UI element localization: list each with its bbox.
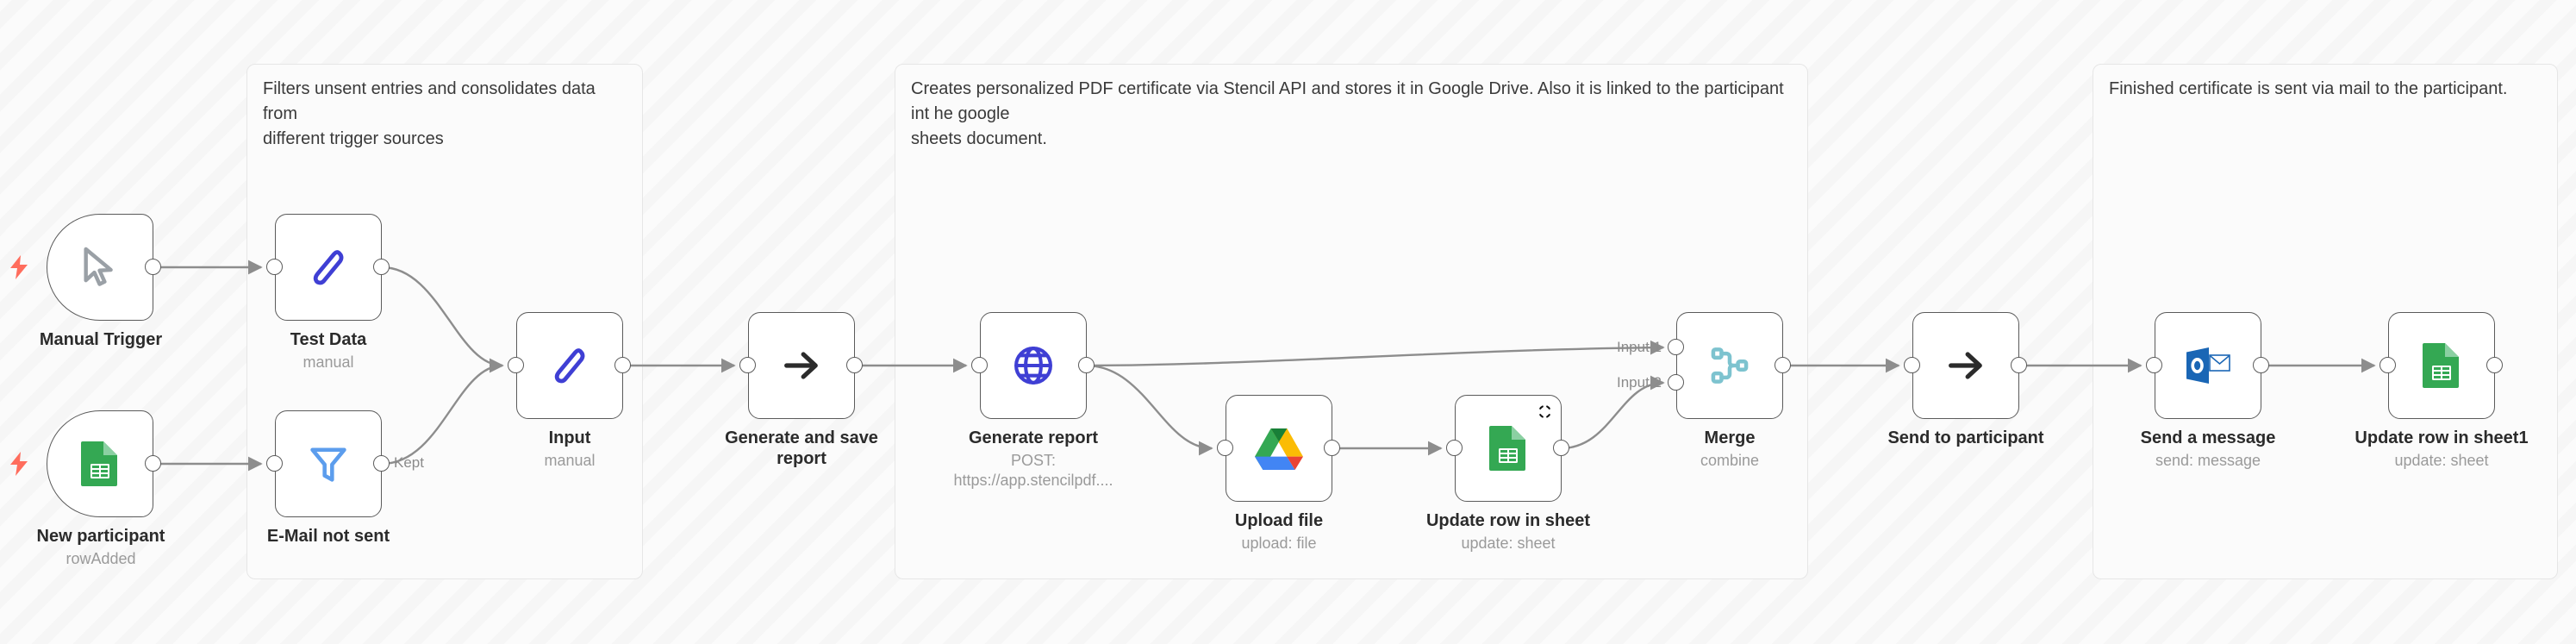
node-title-generate-and-save-report: Generate and save report	[725, 428, 878, 468]
output-dot-email-not-sent[interactable]	[373, 455, 390, 472]
node-new-participant[interactable]	[47, 410, 153, 517]
input2-dot-merge[interactable]	[1668, 374, 1684, 391]
edit-fields-icon	[540, 335, 600, 396]
arrow-right-icon	[1936, 335, 1996, 396]
trigger-bolt-icon-new-participant	[9, 452, 29, 480]
output-dot-update-row-in-sheet[interactable]	[1553, 440, 1569, 456]
node-title-merge: Merge	[1704, 428, 1756, 447]
caption-manual-trigger: Manual Trigger	[2, 329, 200, 350]
output-dot-upload-file[interactable]	[1324, 440, 1340, 456]
google-sheets-icon	[2411, 335, 2472, 396]
google-sheets-icon	[1478, 418, 1538, 478]
merge-icon	[1700, 335, 1760, 396]
node-subtitle-send-a-message: send: message	[2155, 452, 2261, 469]
node-title-email-not-sent: E-Mail not sent	[266, 527, 390, 546]
input-dot-send-a-message[interactable]	[2146, 357, 2162, 373]
node-subtitle-update-row-in-sheet: update: sheet	[1461, 535, 1556, 552]
node-send-to-participant[interactable]	[1912, 312, 2019, 419]
input-dot-test-data[interactable]	[266, 259, 283, 275]
node-manual-trigger[interactable]	[47, 214, 153, 321]
output-dot-input[interactable]	[614, 357, 631, 373]
edge-label-kept: Kept	[394, 454, 424, 471]
node-title-upload-file: Upload file	[1234, 511, 1324, 530]
caption-update-row-in-sheet: Update row in sheet update: sheet	[1409, 510, 1607, 553]
node-input[interactable]	[516, 312, 623, 419]
google-drive-icon	[1249, 418, 1309, 478]
input-dot-generate-report[interactable]	[971, 357, 988, 373]
sticky-note-filter-text: Filters unsent entries and consolidates …	[263, 79, 596, 148]
node-subtitle-generate-report: POST: https://app.stencilpdf....	[953, 452, 1113, 490]
caption-generate-and-save-report: Generate and save report	[702, 428, 901, 469]
caption-merge: Merge combine	[1631, 428, 1829, 471]
node-email-not-sent[interactable]	[275, 410, 382, 517]
node-send-a-message[interactable]	[2155, 312, 2261, 419]
node-subtitle-merge: combine	[1700, 452, 1760, 469]
node-update-row-in-sheet[interactable]	[1455, 395, 1562, 502]
node-subtitle-input: manual	[544, 452, 596, 469]
node-title-manual-trigger: Manual Trigger	[39, 330, 163, 349]
node-title-update-row-in-sheet1: Update row in sheet1	[2355, 428, 2529, 447]
caption-new-participant: New participant rowAdded	[2, 526, 200, 569]
node-generate-report[interactable]	[980, 312, 1087, 419]
node-subtitle-update-row-in-sheet1: update: sheet	[2394, 452, 2489, 469]
node-title-update-row-in-sheet: Update row in sheet	[1425, 511, 1591, 530]
input-dot-input[interactable]	[508, 357, 524, 373]
input-dot-email-not-sent[interactable]	[266, 455, 283, 472]
node-test-data[interactable]	[275, 214, 382, 321]
input-dot-update-row-in-sheet1[interactable]	[2380, 357, 2396, 373]
outlook-icon	[2178, 335, 2238, 396]
output-dot-new-participant[interactable]	[145, 455, 161, 472]
globe-icon	[1003, 335, 1063, 396]
node-generate-and-save-report[interactable]	[748, 312, 855, 419]
caption-upload-file: Upload file upload: file	[1180, 510, 1378, 553]
caption-test-data: Test Data manual	[229, 329, 427, 372]
input-dot-send-to-participant[interactable]	[1904, 357, 1920, 373]
edge-label-input-2: Input 2	[1617, 374, 1662, 391]
caption-generate-report: Generate report POST: https://app.stenci…	[934, 428, 1132, 491]
output-dot-generate-report[interactable]	[1078, 357, 1095, 373]
edge-label-input-1: Input 1	[1617, 339, 1662, 355]
cursor-icon	[70, 237, 130, 297]
output-dot-merge[interactable]	[1775, 357, 1791, 373]
google-sheets-icon	[70, 434, 130, 494]
input-dot-upload-file[interactable]	[1217, 440, 1233, 456]
node-title-send-to-participant: Send to participant	[1887, 428, 2044, 447]
output-dot-manual-trigger[interactable]	[145, 259, 161, 275]
node-update-row-in-sheet1[interactable]	[2388, 312, 2495, 419]
output-dot-update-row-in-sheet1[interactable]	[2486, 357, 2503, 373]
output-dot-test-data[interactable]	[373, 259, 390, 275]
caption-send-a-message: Send a message send: message	[2109, 428, 2307, 471]
node-subtitle-new-participant: rowAdded	[65, 550, 136, 567]
output-dot-send-a-message[interactable]	[2253, 357, 2269, 373]
node-subtitle-upload-file: upload: file	[1241, 535, 1317, 552]
pin-icon[interactable]	[1537, 403, 1553, 424]
node-merge[interactable]	[1676, 312, 1783, 419]
caption-email-not-sent: E-Mail not sent	[229, 526, 427, 547]
node-title-send-a-message: Send a message	[2140, 428, 2276, 447]
filter-icon	[298, 434, 359, 494]
node-subtitle-test-data: manual	[303, 353, 354, 371]
caption-send-to-participant: Send to participant	[1867, 428, 2065, 448]
input-dot-generate-and-save-report[interactable]	[739, 357, 756, 373]
node-upload-file[interactable]	[1226, 395, 1332, 502]
node-title-input: Input	[548, 428, 591, 447]
output-dot-generate-and-save-report[interactable]	[846, 357, 863, 373]
trigger-bolt-icon-manual-trigger	[9, 255, 29, 284]
input-dot-update-row-in-sheet[interactable]	[1446, 440, 1463, 456]
sticky-note-send-text: Finished certificate is sent via mail to…	[2109, 79, 2508, 98]
input1-dot-merge[interactable]	[1668, 339, 1684, 355]
node-title-new-participant: New participant	[36, 527, 165, 546]
caption-update-row-in-sheet1: Update row in sheet1 update: sheet	[2342, 428, 2541, 471]
arrow-right-icon	[771, 335, 832, 396]
edit-fields-icon	[298, 237, 359, 297]
node-title-generate-report: Generate report	[968, 428, 1099, 447]
sticky-note-generate-text: Creates personalized PDF certificate via…	[911, 79, 1784, 148]
output-dot-send-to-participant[interactable]	[2011, 357, 2027, 373]
caption-input: Input manual	[471, 428, 669, 471]
node-title-test-data: Test Data	[290, 330, 367, 349]
